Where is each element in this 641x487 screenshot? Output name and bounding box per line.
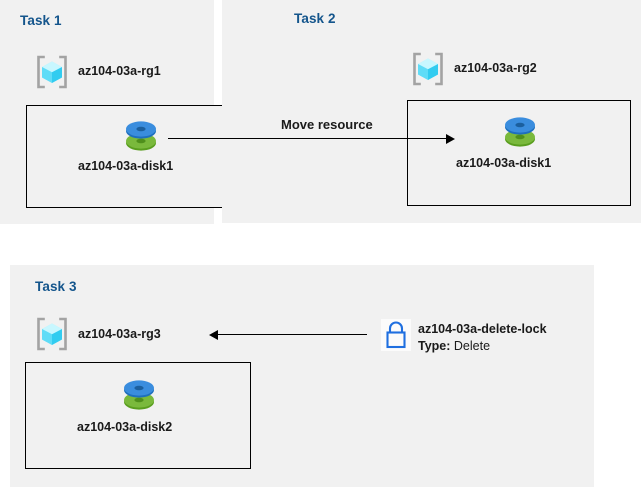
azure-resource-group-icon <box>33 53 71 91</box>
task-2-resource-box: az104-03a-disk1 <box>407 100 631 206</box>
azure-resource-group-icon <box>409 50 447 88</box>
azure-resource-group-icon <box>33 315 71 353</box>
task-3-resource-group-label: az104-03a-rg3 <box>78 327 161 341</box>
task-2-resource-label: az104-03a-disk1 <box>456 156 552 170</box>
delete-lock-label: az104-03a-delete-lock <box>418 322 547 336</box>
delete-lock-type: Type: Delete <box>418 339 490 353</box>
task-2-title: Task 2 <box>294 11 336 26</box>
move-resource-arrow-head <box>446 133 455 144</box>
task-1-panel: Task 1 az104-03a-rg1 <box>0 0 255 224</box>
lock-arrow-head <box>209 329 218 340</box>
task-3-panel: Task 3 az104-03a-rg3 <box>10 265 594 487</box>
delete-lock-type-key: Type: <box>418 339 451 353</box>
azure-disk-icon <box>501 112 539 152</box>
move-resource-arrow-line <box>168 138 448 139</box>
delete-lock-type-value: Delete <box>453 339 491 353</box>
task-1-title: Task 1 <box>20 13 62 28</box>
task-3-resource-label: az104-03a-disk2 <box>77 420 173 434</box>
lock-arrow-line <box>218 334 367 335</box>
task-1-resource-box: az104-03a-disk1 <box>26 105 255 208</box>
task-1-resource-group-label: az104-03a-rg1 <box>78 64 161 78</box>
task-3-title: Task 3 <box>35 279 77 294</box>
task-3-resource-box: az104-03a-disk2 <box>25 362 251 469</box>
task-2-panel: Task 2 az104-03a-rg2 <box>222 0 641 223</box>
lock-icon <box>381 319 411 351</box>
azure-disk-icon <box>120 375 158 415</box>
task-1-resource-label: az104-03a-disk1 <box>78 159 174 173</box>
azure-disk-icon <box>122 116 160 156</box>
move-resource-label: Move resource <box>281 117 373 132</box>
task-2-resource-group-label: az104-03a-rg2 <box>454 61 537 75</box>
